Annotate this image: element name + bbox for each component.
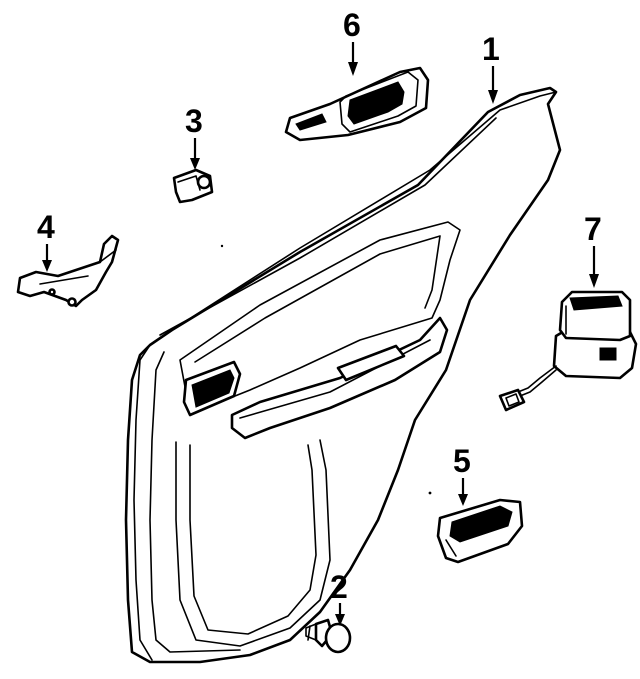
window-switch-bezel [284, 66, 430, 142]
callout-4-label: 4 [37, 209, 55, 245]
trim-fastener [305, 618, 352, 654]
callout-1-label: 1 [482, 31, 500, 67]
callout-6: 6 [343, 7, 361, 76]
callout-5-label: 5 [453, 443, 471, 479]
mounting-bracket [16, 234, 120, 308]
callout-1: 1 [482, 31, 500, 104]
callout-2: 2 [330, 569, 348, 626]
callout-4: 4 [37, 209, 55, 272]
callout-5: 5 [453, 443, 471, 506]
callout-6-label: 6 [343, 7, 361, 43]
callout-3-label: 3 [185, 103, 203, 139]
callout-7: 7 [584, 211, 602, 288]
retainer-clip [172, 168, 214, 204]
power-window-switch [498, 290, 638, 412]
handle-cup [436, 498, 524, 564]
door-trim-panel [124, 86, 562, 664]
callout-7-label: 7 [584, 211, 602, 247]
callout-3: 3 [185, 103, 203, 170]
callout-2-label: 2 [330, 569, 348, 605]
